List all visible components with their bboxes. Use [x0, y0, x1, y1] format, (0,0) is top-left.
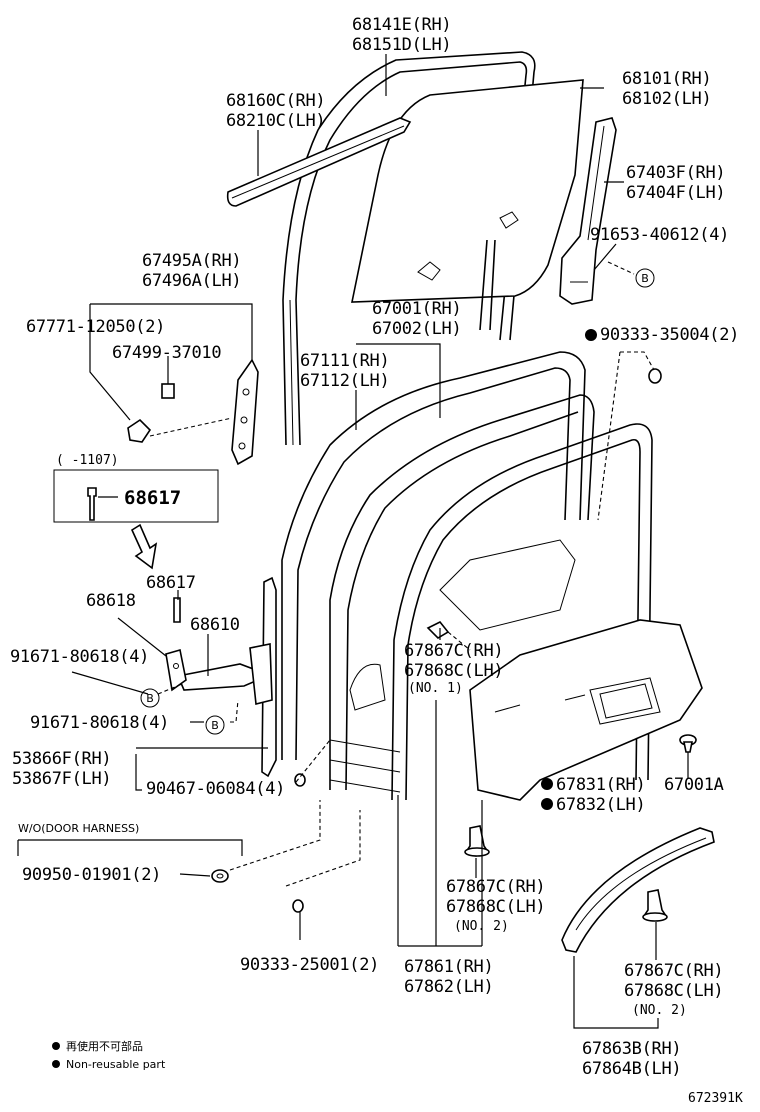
label-67864b: 67864B(LH) [582, 1059, 681, 1079]
label-68617: 68617 [146, 573, 196, 593]
door-glass [351, 79, 584, 331]
svg-text:67831(RH): 67831(RH) [556, 775, 645, 795]
clip-67771 [127, 418, 152, 443]
svg-text:B: B [146, 692, 154, 705]
label-90333-35004: 90333-35004(2) [585, 325, 739, 345]
label-68610: 68610 [190, 615, 240, 635]
plug-90333-35004 [648, 368, 662, 384]
door-hinge-68618 [165, 648, 187, 692]
note-no2-b: (NO. 2) [632, 1003, 687, 1018]
hinge-pin-inset [87, 487, 97, 521]
door-check [176, 643, 273, 705]
nonreusable-dot-icon [52, 1042, 60, 1050]
clip-67001a [679, 734, 697, 753]
clip-67867c-no2 [464, 825, 490, 857]
label-91671-b: 91671-80618(4) [30, 713, 169, 733]
door-hinge-bracket [231, 358, 259, 466]
label-67499: 67499-37010 [112, 343, 221, 363]
glass-run-channel [282, 51, 536, 446]
screw-90467 [294, 773, 306, 787]
label-67111: 67111(RH) [300, 351, 389, 371]
leader-lines [17, 54, 689, 1029]
svg-text:B: B [641, 272, 649, 285]
label-68618: 68618 [86, 591, 136, 611]
label-68101: 68101(RH) [622, 69, 711, 89]
label-67403f: 67403F(RH) [626, 163, 725, 183]
label-53867f: 53867F(LH) [12, 769, 111, 789]
legend: 再使用不可部品 Non-reusable part [52, 1039, 166, 1071]
label-67496a: 67496A(LH) [142, 271, 241, 291]
door-panel [281, 351, 653, 801]
inset-arrow [130, 523, 158, 570]
plug-90333-25001 [292, 899, 304, 913]
clip-67867c-no2-lower [642, 889, 668, 922]
label-90333-25001: 90333-25001(2) [240, 955, 379, 975]
door-moulding-67863b [561, 827, 715, 953]
hinge-pin-68617 [173, 597, 181, 623]
svg-text:B: B [211, 719, 219, 732]
label-68160c: 68160C(RH) [226, 91, 325, 111]
label-67404f: 67404F(LH) [626, 183, 725, 203]
label-67867c-no1: 67867C(RH) [404, 641, 503, 661]
label-67002: 67002(LH) [372, 319, 461, 339]
label-67495a: 67495A(RH) [142, 251, 241, 271]
nonreusable-dot-icon [541, 798, 553, 810]
label-68210c: 68210C(LH) [226, 111, 325, 131]
label-67867c-no2-b: 67867C(RH) [624, 961, 723, 981]
label-67868c-no1: 67868C(LH) [404, 661, 503, 681]
ref-b-2: B [140, 688, 160, 708]
label-68151d: 68151D(LH) [352, 35, 451, 55]
label-67832: 67832(LH) [541, 795, 646, 815]
nonreusable-dot-icon [52, 1060, 60, 1068]
label-67001: 67001(RH) [372, 299, 461, 319]
legend-japanese: 再使用不可部品 [66, 1039, 143, 1053]
without-door-harness-note: W/O(DOOR HARNESS) [18, 822, 139, 835]
legend-english: Non-reusable part [66, 1058, 166, 1071]
nonreusable-dot-icon [541, 778, 553, 790]
note-no2-a: (NO. 2) [454, 919, 509, 934]
ref-b-3: B [205, 715, 225, 735]
label-67861: 67861(RH) [404, 957, 493, 977]
diagram-id: 672391K [688, 1091, 743, 1106]
svg-text:67832(LH): 67832(LH) [556, 795, 645, 815]
label-67831: 67831(RH) [541, 775, 646, 795]
label-53866f: 53866F(RH) [12, 749, 111, 769]
clip-67867c-no1 [426, 620, 450, 640]
door-trim-panel [469, 619, 703, 801]
grommet-90950 [211, 869, 229, 883]
label-90467: 90467-06084(4) [146, 779, 285, 799]
label-67867c-no2-a: 67867C(RH) [446, 877, 545, 897]
label-91653: 91653-40612(4) [590, 225, 729, 245]
label-67112: 67112(LH) [300, 371, 389, 391]
label-67771: 67771-12050(2) [26, 317, 165, 337]
date-range-note: ( -1107) [56, 453, 119, 468]
rear-lower-sash [559, 117, 617, 305]
nonreusable-dot-icon [585, 329, 597, 341]
svg-text:90333-35004(2): 90333-35004(2) [600, 325, 739, 345]
ref-b-1: B [635, 268, 655, 288]
label-90950: 90950-01901(2) [22, 865, 161, 885]
label-67001a: 67001A [664, 775, 724, 795]
label-67868c-no2-b: 67868C(LH) [624, 981, 723, 1001]
label-68617-inset: 68617 [124, 487, 181, 509]
label-67863b: 67863B(RH) [582, 1039, 681, 1059]
label-67862: 67862(LH) [404, 977, 493, 997]
note-no1: (NO. 1) [408, 681, 463, 696]
label-91671-a: 91671-80618(4) [10, 647, 149, 667]
pad-67499 [161, 383, 175, 399]
label-68141e: 68141E(RH) [352, 15, 451, 35]
label-67868c-no2-a: 67868C(LH) [446, 897, 545, 917]
belt-moulding [226, 117, 412, 207]
label-68102: 68102(LH) [622, 89, 711, 109]
